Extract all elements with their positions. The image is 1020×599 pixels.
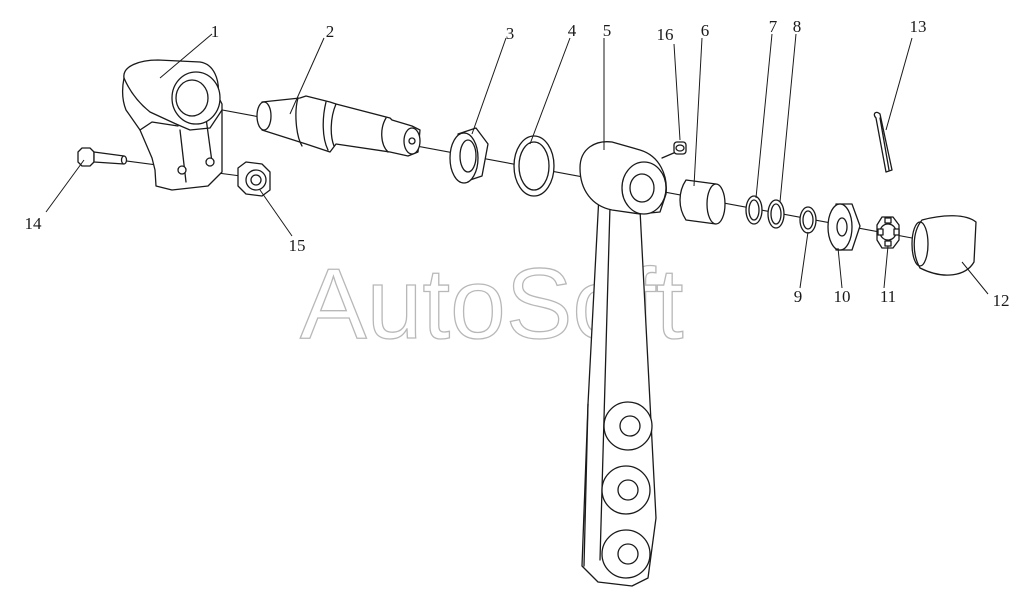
label-5: 5 — [603, 21, 612, 40]
label-1: 1 — [211, 22, 220, 41]
label-6: 6 — [701, 21, 710, 40]
label-14: 14 — [25, 214, 43, 233]
label-2: 2 — [326, 22, 335, 41]
part-7-ring — [745, 195, 763, 225]
leader-lines — [45, 33, 989, 295]
part-10-washer — [827, 203, 861, 251]
part-13-cotter-pin — [873, 111, 893, 173]
label-3: 3 — [506, 24, 515, 43]
part-2-pin-shaft — [256, 95, 421, 157]
part-1-bracket — [122, 59, 223, 191]
part-11-castle-nut — [876, 216, 900, 249]
part-3-bushing — [449, 127, 489, 184]
label-16: 16 — [657, 25, 674, 44]
part-14-bolt — [77, 147, 128, 167]
part-8-ring — [767, 199, 785, 229]
part-15-nut — [237, 161, 271, 197]
label-12: 12 — [993, 291, 1010, 310]
part-16-grease-fitting — [661, 141, 687, 159]
label-8: 8 — [793, 17, 802, 36]
label-11: 11 — [880, 287, 896, 306]
part-4-seal-ring — [513, 135, 555, 197]
part-12-cap — [911, 215, 977, 276]
label-13: 13 — [910, 17, 927, 36]
label-7: 7 — [769, 17, 778, 36]
label-15: 15 — [289, 236, 306, 255]
part-5-lever-arm — [579, 141, 667, 587]
label-4: 4 — [568, 21, 577, 40]
part-9-retaining-ring — [799, 206, 817, 234]
label-9: 9 — [794, 287, 803, 306]
label-10: 10 — [834, 287, 851, 306]
part-6-sleeve — [679, 179, 726, 225]
